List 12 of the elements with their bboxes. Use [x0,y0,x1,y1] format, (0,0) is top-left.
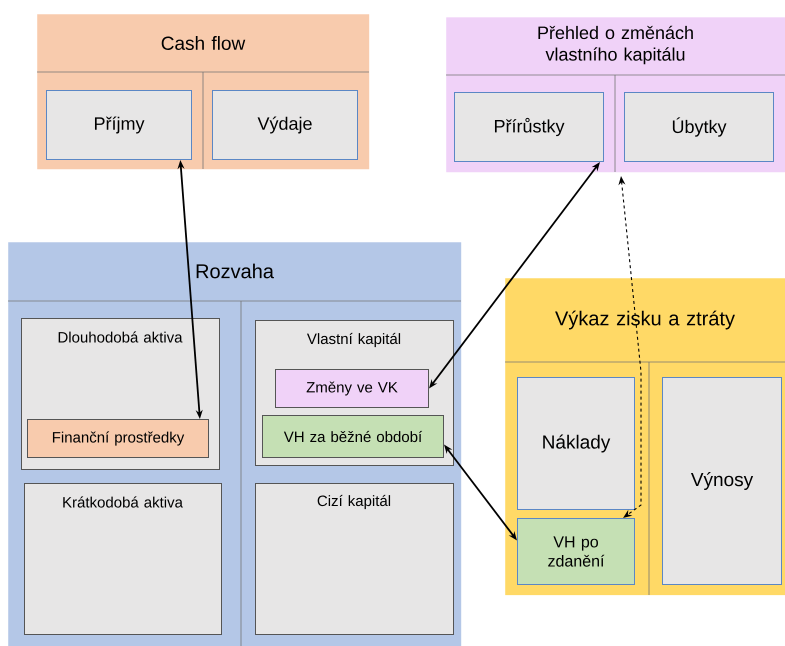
subitem-box: VH za běžné období [262,415,444,458]
item-box: Krátkodobá aktiva [24,483,222,635]
item-box: Přírůstky [454,92,604,162]
subitem-box: Finanční prostředky [27,419,209,458]
subitem-box: Změny ve VK [275,369,429,408]
item-box: Příjmy [46,90,192,160]
subitem-box: VH po zdanění [517,518,635,585]
item-box: Výnosy [662,377,782,585]
item-box: Výdaje [212,90,358,160]
item-box: Cizí kapitál [255,483,454,635]
item-box: Náklady [517,377,635,510]
item-box: Úbytky [624,92,774,162]
